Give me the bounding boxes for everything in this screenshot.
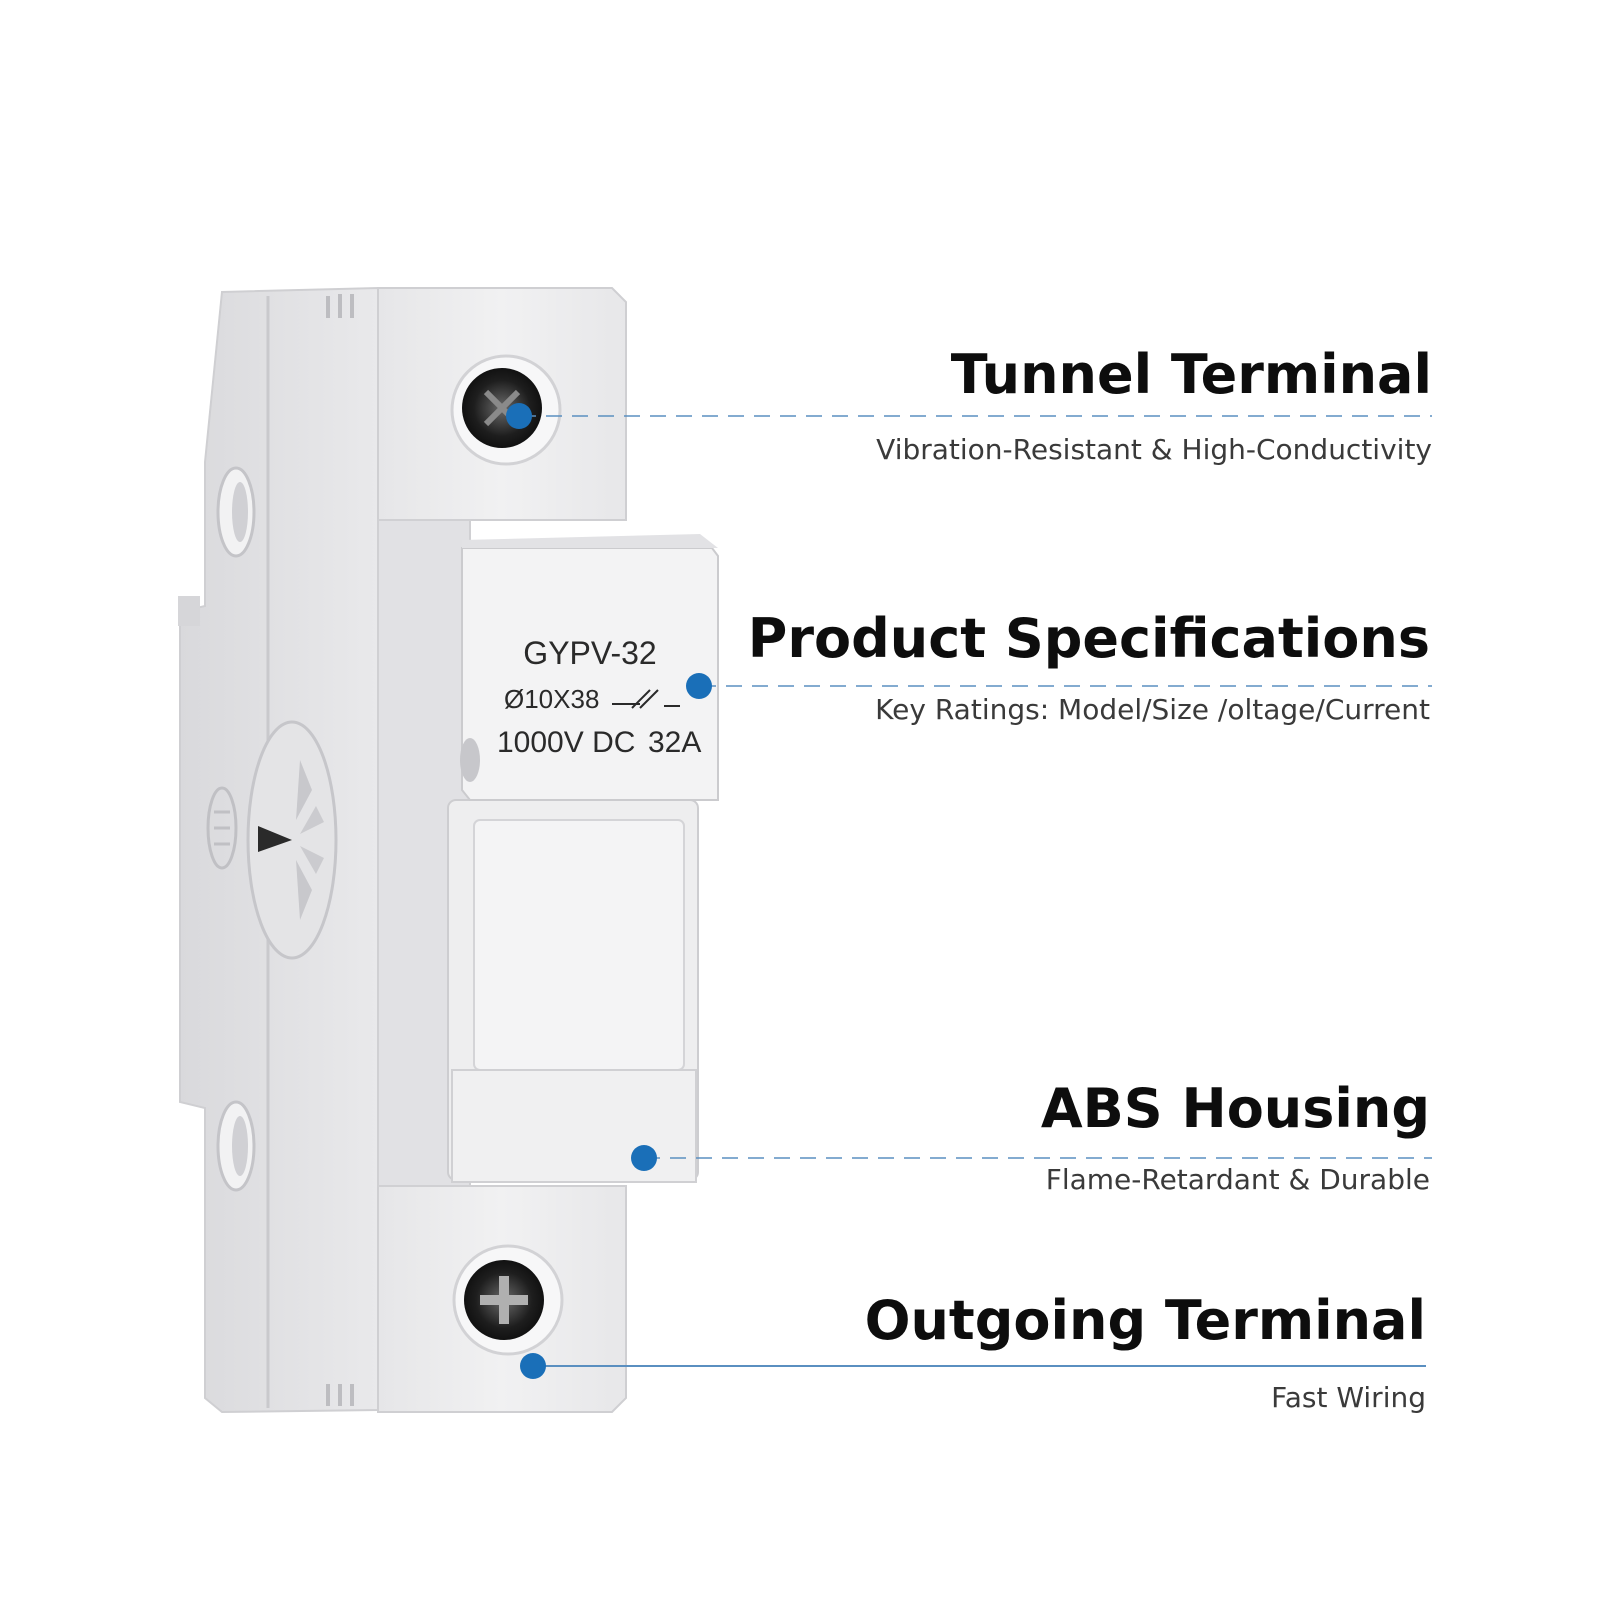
feature-outgoing-terminal: Outgoing Terminal Fast Wiring — [865, 1294, 1426, 1412]
earth-symbol — [206, 786, 238, 870]
label-current: 32A — [648, 726, 701, 759]
feature-product-specifications: Product Specifications Key Ratings: Mode… — [748, 612, 1430, 724]
feature-abs-housing: ABS Housing Flame-Retardant & Durable — [1041, 1082, 1430, 1194]
callout-dot-abs — [631, 1145, 657, 1171]
tunnel-terminal-screw — [450, 354, 562, 466]
feature-description: Fast Wiring — [1271, 1381, 1426, 1414]
housing-side — [178, 286, 379, 1414]
vent-slots-top — [326, 294, 354, 318]
callout-dot-spec — [686, 673, 712, 699]
feature-title: ABS Housing — [1040, 1077, 1430, 1140]
feature-title: Product Specifications — [747, 607, 1430, 670]
callout-dot-tunnel — [506, 403, 532, 429]
callout-dots — [506, 403, 712, 1379]
label-model: GYPV-32 — [523, 635, 656, 671]
fuse-symbol — [612, 689, 680, 709]
outgoing-terminal-screw — [452, 1244, 564, 1356]
feature-title: Outgoing Terminal — [864, 1289, 1426, 1352]
feature-title: Tunnel Terminal — [950, 343, 1432, 406]
label-voltage: 1000V DC — [497, 726, 635, 759]
knockout-disc — [246, 720, 338, 960]
housing-front — [377, 287, 719, 1413]
feature-description: Vibration-Resistant & High-Conductivity — [876, 433, 1432, 466]
callout-dot-outgoing — [520, 1353, 546, 1379]
feature-description: Flame-Retardant & Durable — [1045, 1163, 1430, 1196]
label-size: Ø10X38 — [504, 684, 599, 714]
feature-description: Key Ratings: Model/Size /oltage/Current — [875, 693, 1430, 726]
callout-lines — [520, 415, 1432, 1367]
vent-slots-bottom — [326, 1384, 354, 1406]
feature-tunnel-terminal: Tunnel Terminal Vibration-Resistant & Hi… — [876, 348, 1432, 464]
